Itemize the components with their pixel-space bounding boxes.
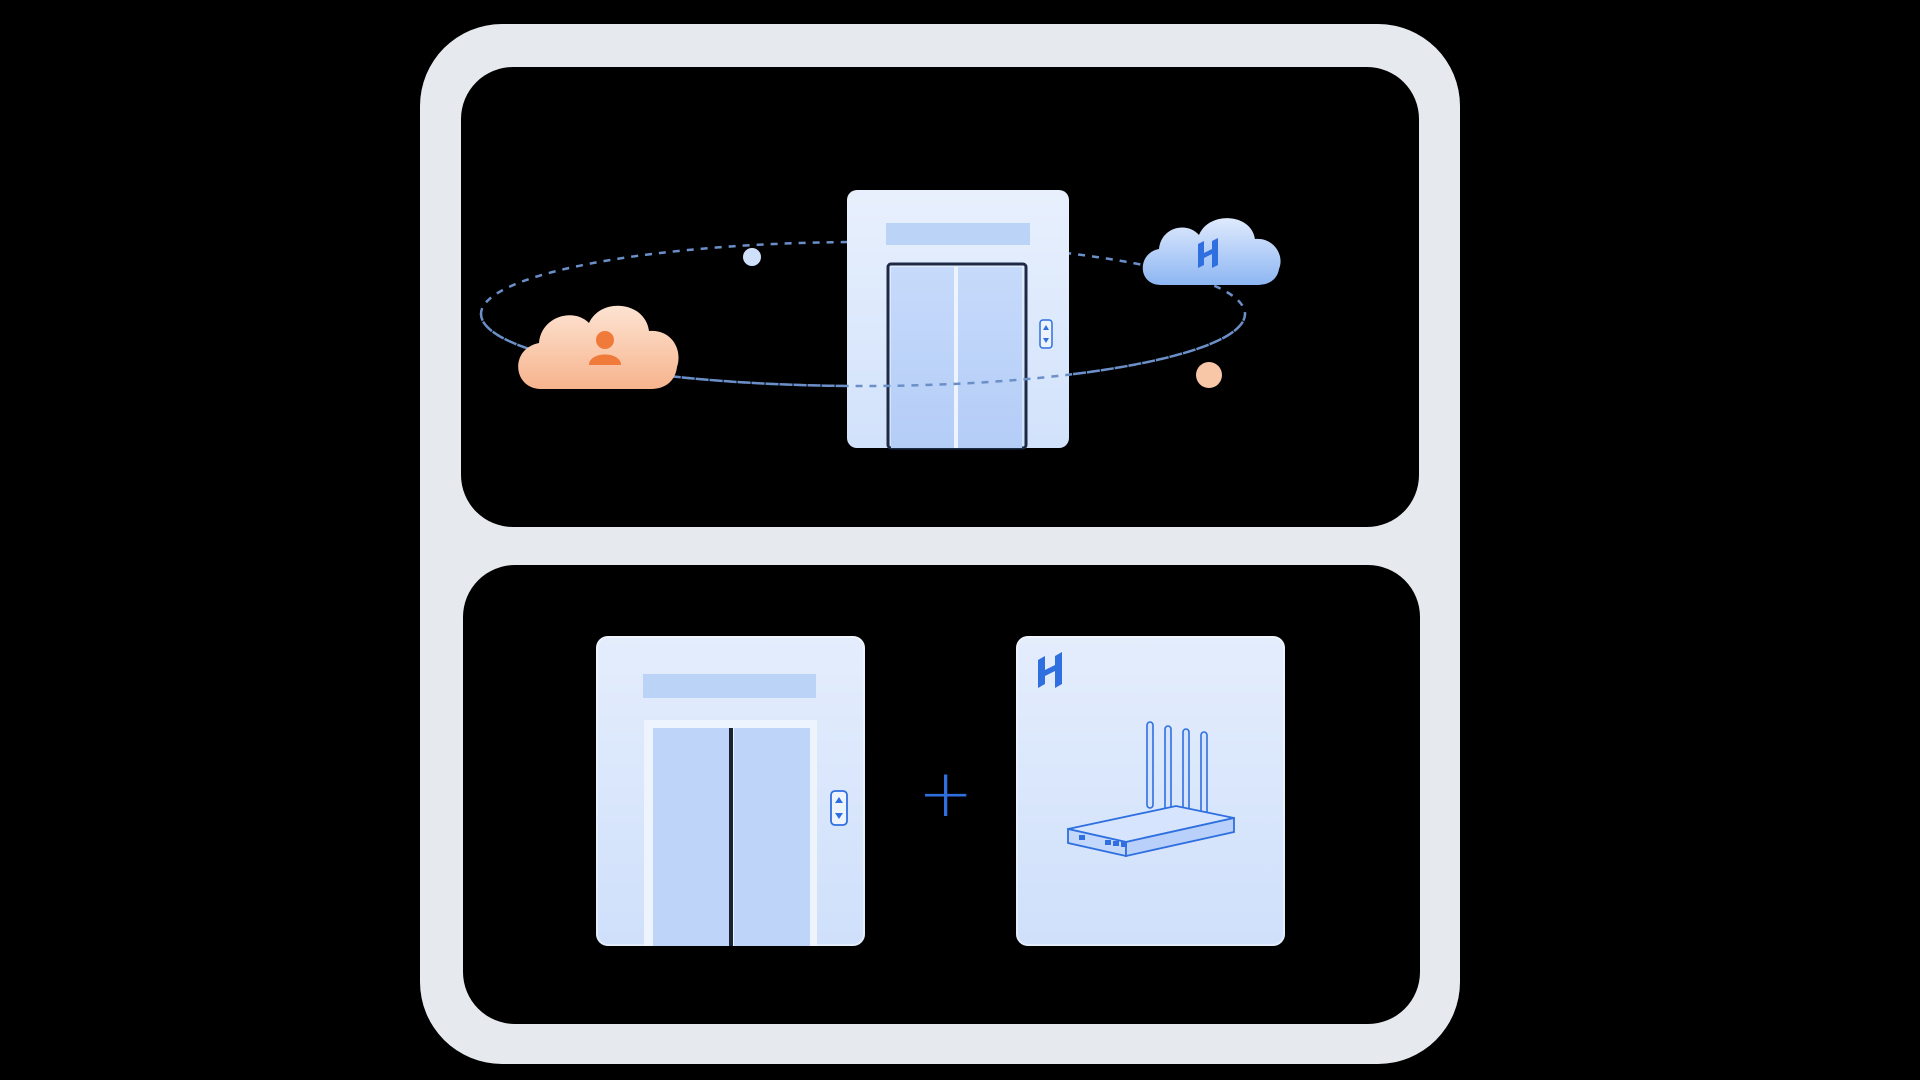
elevator-icon: [847, 190, 1069, 450]
elevator-icon: [643, 674, 848, 946]
brand-logo-icon: [1198, 238, 1218, 268]
orbit-node-blue: [743, 248, 761, 266]
plus-operator: +: [918, 755, 974, 832]
orbit-node-peach: [1196, 362, 1222, 388]
user-cloud-icon: [518, 305, 679, 389]
top-panel-illustration: [479, 190, 1281, 450]
gateway-card: [1016, 636, 1285, 946]
bottom-panel: +: [463, 565, 1420, 1024]
diagram-frame: +: [420, 24, 1460, 1064]
brand-cloud-icon: [1142, 218, 1281, 285]
orbit-front-arc: [479, 313, 1247, 388]
top-panel: [461, 67, 1419, 527]
router-gateway-icon: [1038, 652, 1235, 858]
elevator-card: [596, 636, 865, 946]
brand-logo-icon: [1038, 652, 1062, 688]
